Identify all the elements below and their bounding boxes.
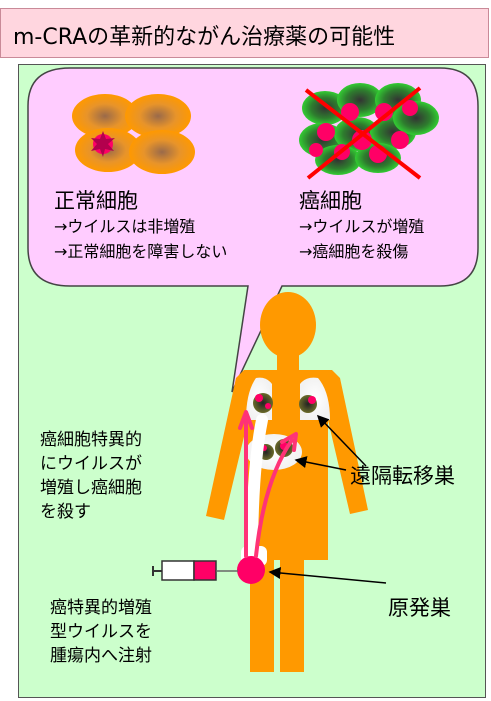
normal-cells-icon (72, 94, 195, 174)
left-note-line: 増殖し癌細胞 (40, 478, 142, 498)
spread-arrows (238, 410, 298, 558)
normal-cell-heading: 正常細胞 (54, 189, 138, 213)
title-bar: m-CRAの革新的ながん治療薬の可能性 (0, 8, 489, 58)
syringe-icon (152, 560, 238, 581)
left-note: 癌細胞特異的 にウイルスが 増殖し癌細胞 を殺す (40, 428, 142, 524)
primary-tumor (237, 556, 265, 584)
bottom-note-line: 型ウイルスを (50, 622, 152, 642)
page-title: m-CRAの革新的ながん治療薬の可能性 (13, 25, 396, 50)
bottom-note-line: 腫瘍内へ注射 (50, 646, 152, 666)
cancer-cell-heading: 癌細胞 (299, 189, 362, 213)
left-note-line: 癌細胞特異的 (40, 430, 142, 450)
left-note-line: を殺す (40, 502, 91, 522)
normal-cell-line1: →ウイルスは非増殖 (54, 217, 196, 236)
left-note-line: にウイルスが (40, 454, 142, 474)
metastasis-label: 遠隔転移巣 (350, 464, 455, 488)
cancer-cell-line2: →癌細胞を殺傷 (299, 242, 409, 261)
label-arrows (268, 414, 387, 584)
human-figure (206, 292, 368, 672)
cancer-cells-icon (299, 83, 439, 175)
primary-tumor-label: 原発巣 (388, 596, 451, 620)
cross-mark-icon (304, 86, 422, 180)
bottom-note: 癌特異的増殖 型ウイルスを 腫瘍内へ注射 (50, 596, 152, 668)
cancer-cell-line1: →ウイルスが増殖 (299, 217, 425, 236)
normal-cell-line2: →正常細胞を障害しない (54, 242, 228, 261)
bottom-note-line: 癌特異的増殖 (50, 598, 152, 618)
